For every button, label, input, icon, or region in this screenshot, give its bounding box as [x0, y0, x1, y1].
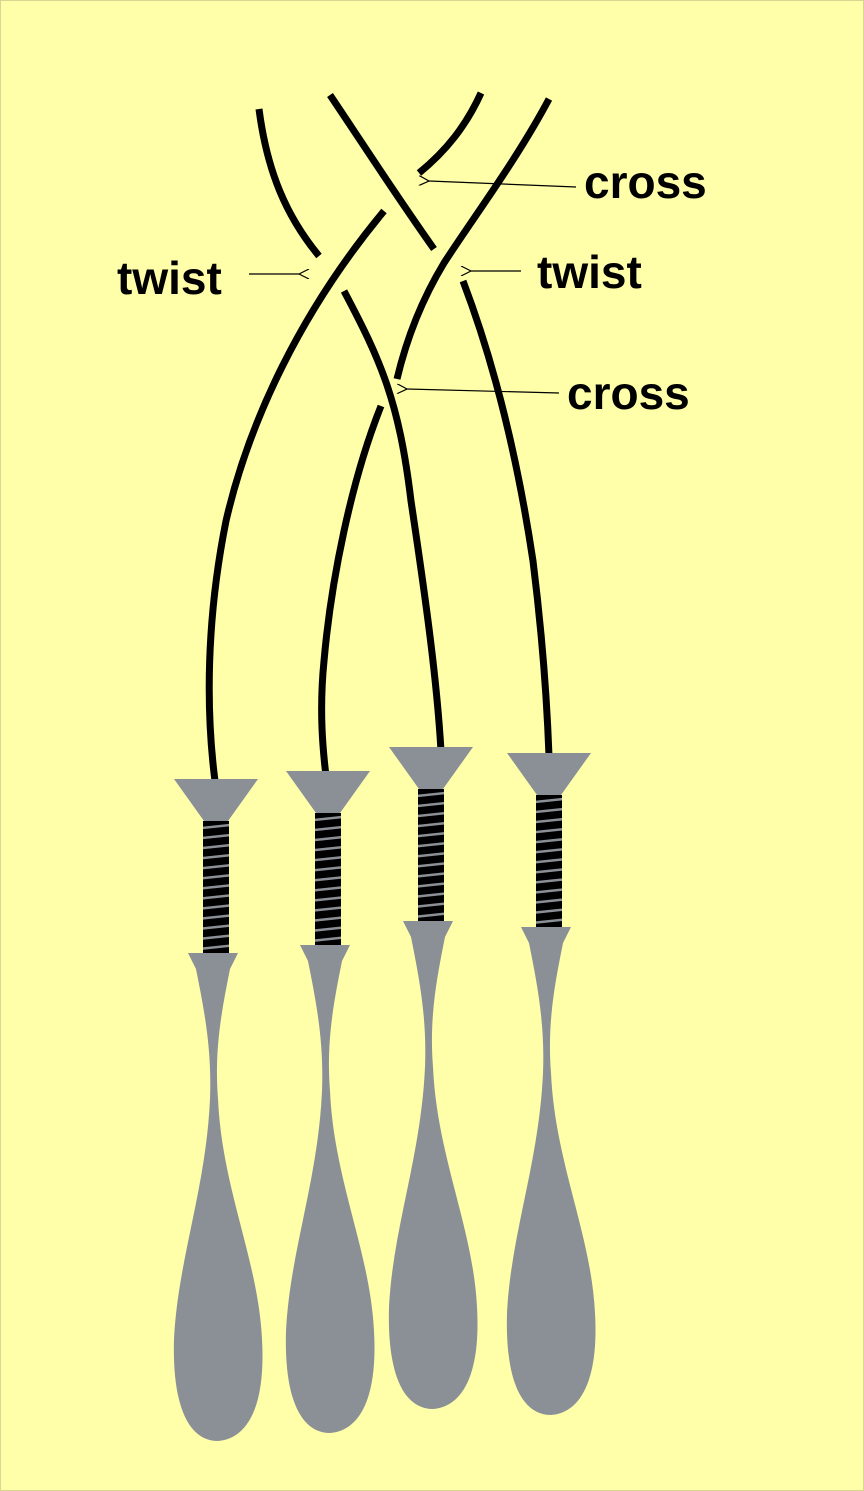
bobbin-thread-winding: [315, 813, 341, 945]
bobbin-head: [389, 747, 473, 789]
bobbin-head: [174, 779, 258, 821]
thread-b-lower: [205, 208, 387, 782]
bobbin-2: [285, 771, 375, 1433]
thread-c-upper: [416, 91, 485, 176]
thread-c-lower: [393, 97, 553, 380]
cross-top-label: cross: [584, 156, 707, 208]
thread-d: [459, 279, 553, 757]
bobbin-3: [388, 747, 478, 1409]
cross-top-arrow: [429, 181, 577, 188]
twist-right-label: twist: [537, 246, 642, 298]
cross-bottom-label: cross: [567, 367, 690, 419]
thread-c-bottom: [318, 404, 385, 777]
bobbin-thread-winding: [536, 795, 562, 927]
bobbin-1: [173, 779, 263, 1441]
cross-bottom-arrow: [407, 389, 560, 393]
bobbin-body: [285, 945, 375, 1433]
bobbin-4: [506, 753, 596, 1415]
twist-left-label: twist: [117, 252, 222, 304]
thread-a-upper: [255, 108, 322, 259]
bobbin-thread-winding: [418, 789, 444, 921]
bobbin-body: [506, 927, 596, 1415]
bobbin-body: [173, 953, 263, 1441]
thread-a-lower: [340, 289, 445, 752]
bobbin-head: [507, 753, 591, 795]
bobbin-head: [286, 771, 370, 813]
bobbin-group: [173, 747, 596, 1441]
bobbin-body: [388, 921, 478, 1409]
thread-b-upper: [327, 93, 437, 252]
bobbin-thread-winding: [203, 821, 229, 953]
